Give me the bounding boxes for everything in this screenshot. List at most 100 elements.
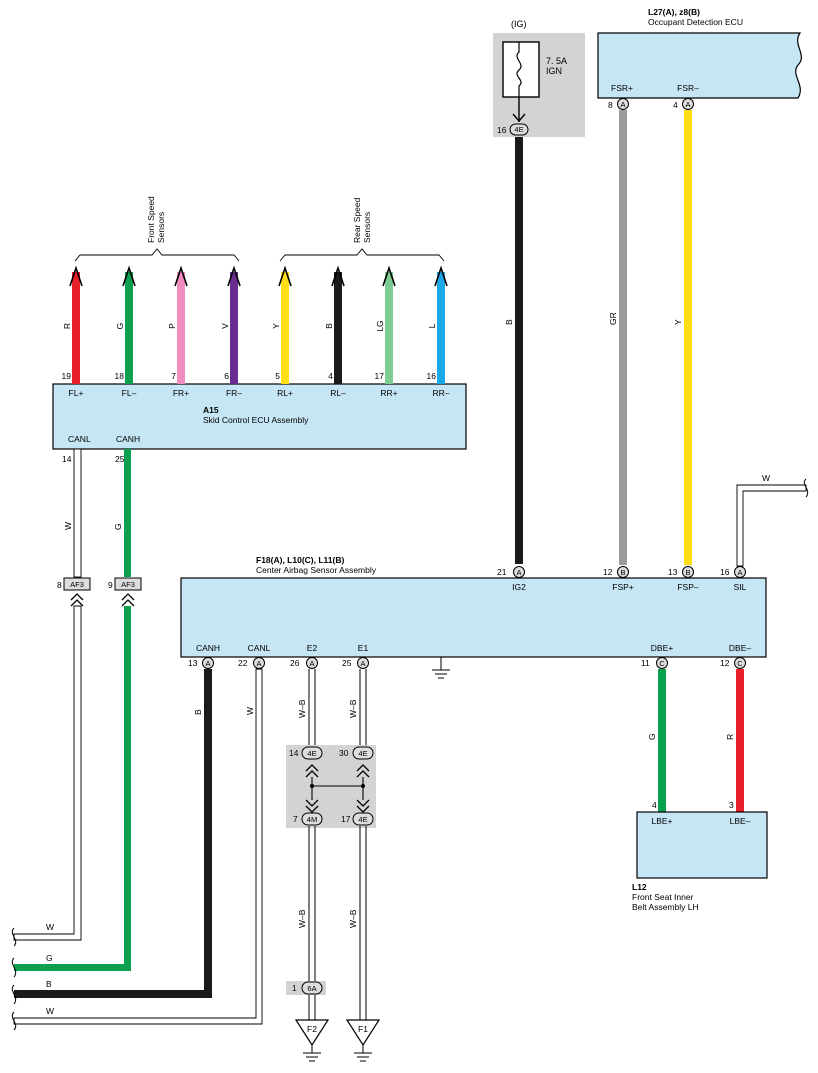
occupant-terminal-fsr-minus: FSR– [677, 83, 699, 93]
e2-upper-color: W–B [297, 699, 307, 718]
skid-canh-pin: 25 [115, 454, 125, 464]
dbe-plus-pin: 11 [641, 658, 650, 668]
e1-conn-label: A [360, 659, 365, 668]
offpage-g-wire [14, 606, 131, 971]
fuse-connector-label: 4E [514, 125, 523, 134]
ig2-pin: 21 [497, 567, 507, 577]
speed-wire-terminal-7: RR– [432, 388, 449, 398]
airbag-canl-conn-label: A [256, 659, 261, 668]
fsp-plus-conn [617, 566, 629, 578]
j2-connector [352, 746, 374, 760]
dbe-plus-wire [658, 669, 666, 812]
speed-wire-color-2: P [167, 323, 177, 329]
speed-wire-3 [230, 272, 238, 384]
fsr-plus-conn [617, 98, 629, 110]
speed-wire-4 [281, 272, 289, 384]
airbag-terminal-fsp-minus: FSP– [677, 582, 699, 592]
fuse-connector-oval [509, 123, 529, 136]
speed-wire-arrow-icon-5 [331, 265, 345, 287]
e1-lower-wire [359, 826, 367, 1020]
speed-wire-color-3: V [220, 323, 230, 329]
speed-wire-pin-1: 18 [115, 371, 125, 381]
speed-sensor-wires: R19FL+G18FL–P7FR+V6FR–Y5RL+B4RL–LG17RR+L… [62, 265, 450, 398]
rear-sensors-label-2: Sensors [362, 212, 372, 243]
airbag-terminal-dbe-plus: DBE+ [651, 643, 673, 653]
speed-wire-color-4: Y [271, 323, 281, 329]
junction-internal-bus [311, 777, 364, 800]
y-wire [684, 110, 692, 565]
dbe-minus-color: R [725, 734, 735, 740]
skid-canl-color: W [63, 522, 73, 530]
j1-label: 4E [307, 749, 316, 758]
j3-pin: 7 [293, 814, 298, 824]
offpage-label-3: B [46, 979, 52, 989]
speed-wire-arrow-icon-6 [382, 265, 396, 287]
speed-wire-color-1: G [115, 323, 125, 330]
af3-right-pin: 9 [108, 580, 113, 590]
speed-wire-5 [334, 272, 342, 384]
fuse-chevron-icon [512, 113, 526, 123]
skid-ecu-box [52, 383, 467, 450]
speed-wire-terminal-2: FR+ [173, 388, 189, 398]
af3-right-label: AF3 [121, 580, 135, 589]
rear-sensors-label-1: Rear Speed [352, 197, 362, 243]
dbe-minus-pin: 12 [720, 658, 730, 668]
airbag-canh-color: B [193, 709, 203, 715]
af3-right-chevron-icon [121, 593, 135, 607]
speed-wire-0 [72, 272, 80, 384]
y-wire-color: Y [673, 319, 683, 325]
speed-wire-terminal-4: RL+ [277, 388, 293, 398]
j5-connector [301, 981, 323, 995]
airbag-canl-wire [13, 668, 263, 1025]
speed-wire-arrow-icon-7 [434, 265, 448, 287]
sil-wire-color: W [762, 473, 770, 483]
fsp-minus-conn-label: B [685, 568, 690, 577]
airbag-terminal-fsp-plus: FSP+ [612, 582, 634, 592]
airbag-terminal-canl: CANL [248, 643, 271, 653]
e1-lower-color: W–B [348, 909, 358, 928]
speed-wire-pin-7: 16 [427, 371, 437, 381]
dbe-plus-conn [656, 657, 668, 669]
belt-name-2: Belt Assembly LH [632, 902, 699, 912]
belt-name-1: Front Seat Inner [632, 892, 694, 902]
airbag-terminal-e2: E2 [307, 643, 318, 653]
gr-wire-color: GR [608, 312, 618, 325]
gr-wire [619, 110, 627, 565]
j5-label: 6A [307, 984, 316, 993]
j3-connector [301, 812, 323, 826]
speed-wire-terminal-3: FR– [226, 388, 242, 398]
ground-f2-label: F2 [307, 1024, 317, 1034]
fuse-name: IGN [546, 66, 562, 76]
offpage-break-icon-2 [11, 957, 17, 978]
occupant-ecu-box [597, 32, 803, 99]
ig2-conn-label: A [516, 568, 521, 577]
occupant-code: L27(A), z8(B) [648, 7, 700, 17]
fsp-plus-conn-label: B [620, 568, 625, 577]
airbag-canh-wire [14, 669, 212, 998]
af3-left-connector [63, 577, 91, 591]
speed-wire-color-6: LG [375, 320, 385, 331]
fsp-plus-pin: 12 [603, 567, 613, 577]
e1-conn [357, 657, 369, 669]
offpage-label-2: G [46, 953, 53, 963]
speed-wire-color-7: L [427, 323, 437, 328]
e2-upper-wire [308, 669, 316, 746]
j4-connector [352, 812, 374, 826]
speed-wire-pin-4: 5 [275, 371, 280, 381]
fuse-icon [516, 42, 522, 97]
speed-wire-terminal-0: FL+ [69, 388, 84, 398]
j2-chevron-icon [356, 764, 370, 778]
sil-break-icon [803, 478, 809, 498]
airbag-sensor-box [180, 577, 767, 658]
j2-label: 4E [358, 749, 367, 758]
dbe-plus-color: G [647, 733, 657, 740]
e2-pin: 26 [290, 658, 300, 668]
front-sensors-brace [74, 248, 240, 262]
speed-wire-arrow-icon-2 [174, 265, 188, 287]
j1-chevron-icon [305, 764, 319, 778]
sil-pin: 16 [720, 567, 730, 577]
skid-canh-wire [124, 449, 131, 577]
speed-wire-pin-3: 6 [224, 371, 229, 381]
speed-wire-arrow-icon-4 [278, 265, 292, 287]
